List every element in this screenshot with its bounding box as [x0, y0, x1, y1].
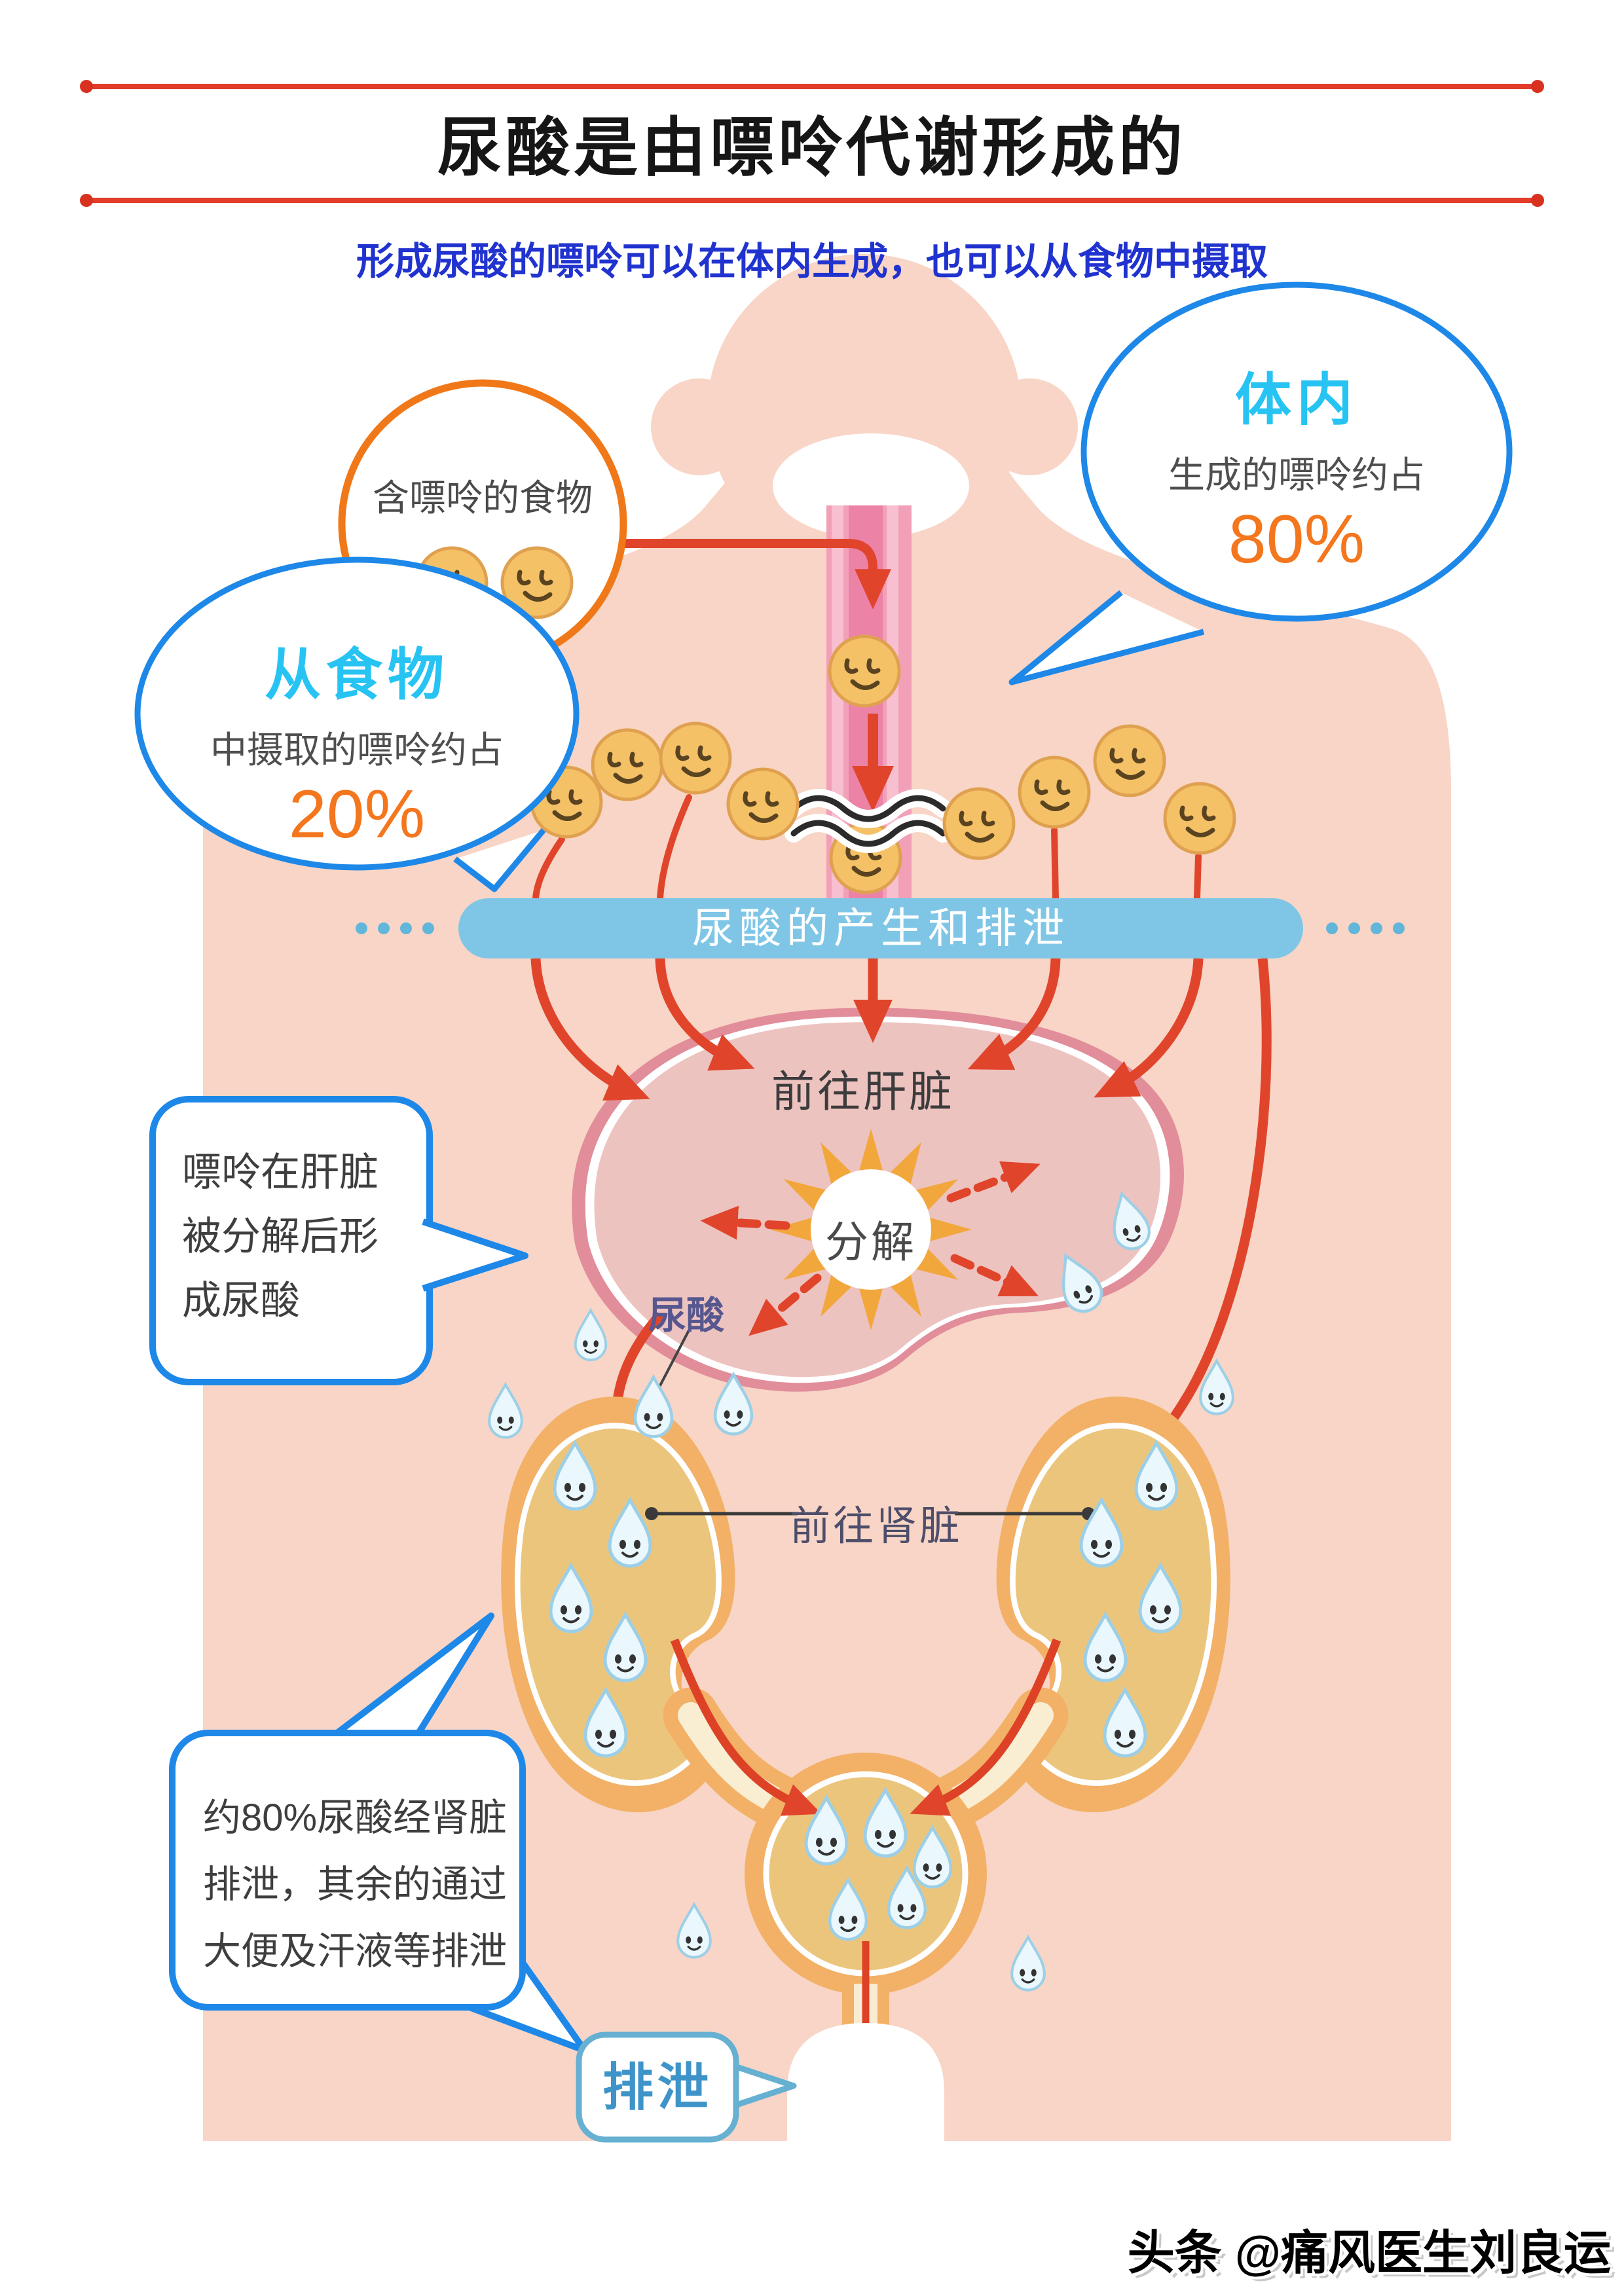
purine-stems [532, 794, 1202, 902]
page-title: 尿酸是由嘌呤代谢形成的 [437, 111, 1187, 183]
uric-acid-pointer-line [656, 1330, 690, 1391]
rule-cap-icon [80, 194, 93, 207]
rule-cap-icon [1531, 80, 1544, 93]
title-rule-bottom [80, 194, 1544, 207]
bubble-internal-pct: 80% [1228, 501, 1365, 577]
breakdown-label: 分解 [825, 1218, 917, 1266]
uric-acid-label: 尿酸 [648, 1294, 724, 1337]
excrete-tag: 排泄 [602, 2058, 712, 2116]
mouth-icon [773, 433, 969, 538]
excretion-note-line: 约80%尿酸经肾脏 [203, 1796, 507, 1839]
excretion-note-line: 大便及汗液等排泄 [203, 1930, 507, 1973]
excretion-note: 约80%尿酸经肾脏 排泄，其余的通过 大便及汗液等排泄 [203, 1785, 517, 1985]
process-banner: 尿酸的产生和排泄 [458, 898, 1303, 958]
bubble-from-food: 从食物 中摄取的嘌呤约占 20% [139, 629, 575, 848]
bubble-from-food-pct: 20% [288, 776, 426, 852]
excretion-note-line: 排泄，其余的通过 [203, 1863, 507, 1906]
liver-note-line: 成尿酸 [182, 1279, 300, 1322]
kidney-label: 前往肾脏 [789, 1504, 963, 1549]
esophagus-break-icon [784, 789, 952, 853]
urethra [787, 1941, 944, 2141]
watermark: 头条 @痛风医生刘良运 [1127, 2227, 1611, 2280]
excrete-tag-shape [576, 2032, 797, 2143]
bubble-internal-shape [1008, 282, 1513, 685]
bubble-internal-head: 体内 [1235, 369, 1358, 431]
excretion-note-box [169, 1613, 588, 2054]
flow-arrows [530, 958, 1272, 1492]
liver-note: 嘌呤在肝脏 被分解后形 成尿酸 [182, 1140, 418, 1333]
breakdown-starburst-icon [770, 1129, 972, 1330]
ingestion-arrows [622, 539, 894, 812]
breakdown-arrows [700, 1161, 1041, 1336]
liver-label: 前往肝脏 [771, 1067, 955, 1116]
bubble-from-food-shape [134, 556, 580, 892]
title-rule-top [80, 80, 1544, 93]
bubble-from-food-line: 中摄取的嘌呤约占 [210, 729, 504, 771]
liver-note-box [149, 1096, 528, 1385]
bubble-from-food-head: 从食物 [265, 644, 449, 706]
liver-note-line: 嘌呤在肝脏 [182, 1150, 378, 1194]
bubble-internal-line: 生成的嘌呤约占 [1168, 454, 1425, 496]
rule-cap-icon [80, 80, 93, 93]
ureter-arrows [670, 1638, 1061, 1816]
liver-note-line: 被分解后形 [182, 1214, 378, 1258]
page-subtitle: 形成尿酸的嘌呤可以在体内生成，也可以从食物中摄取 [356, 240, 1268, 283]
bubble-internal: 体内 生成的嘌呤约占 80% [1085, 354, 1508, 574]
rule-cap-icon [1531, 194, 1544, 207]
banner-dots [356, 922, 1405, 934]
outlet-arch [787, 2023, 944, 2141]
food-circle-label: 含嘌呤的食物 [373, 477, 593, 519]
